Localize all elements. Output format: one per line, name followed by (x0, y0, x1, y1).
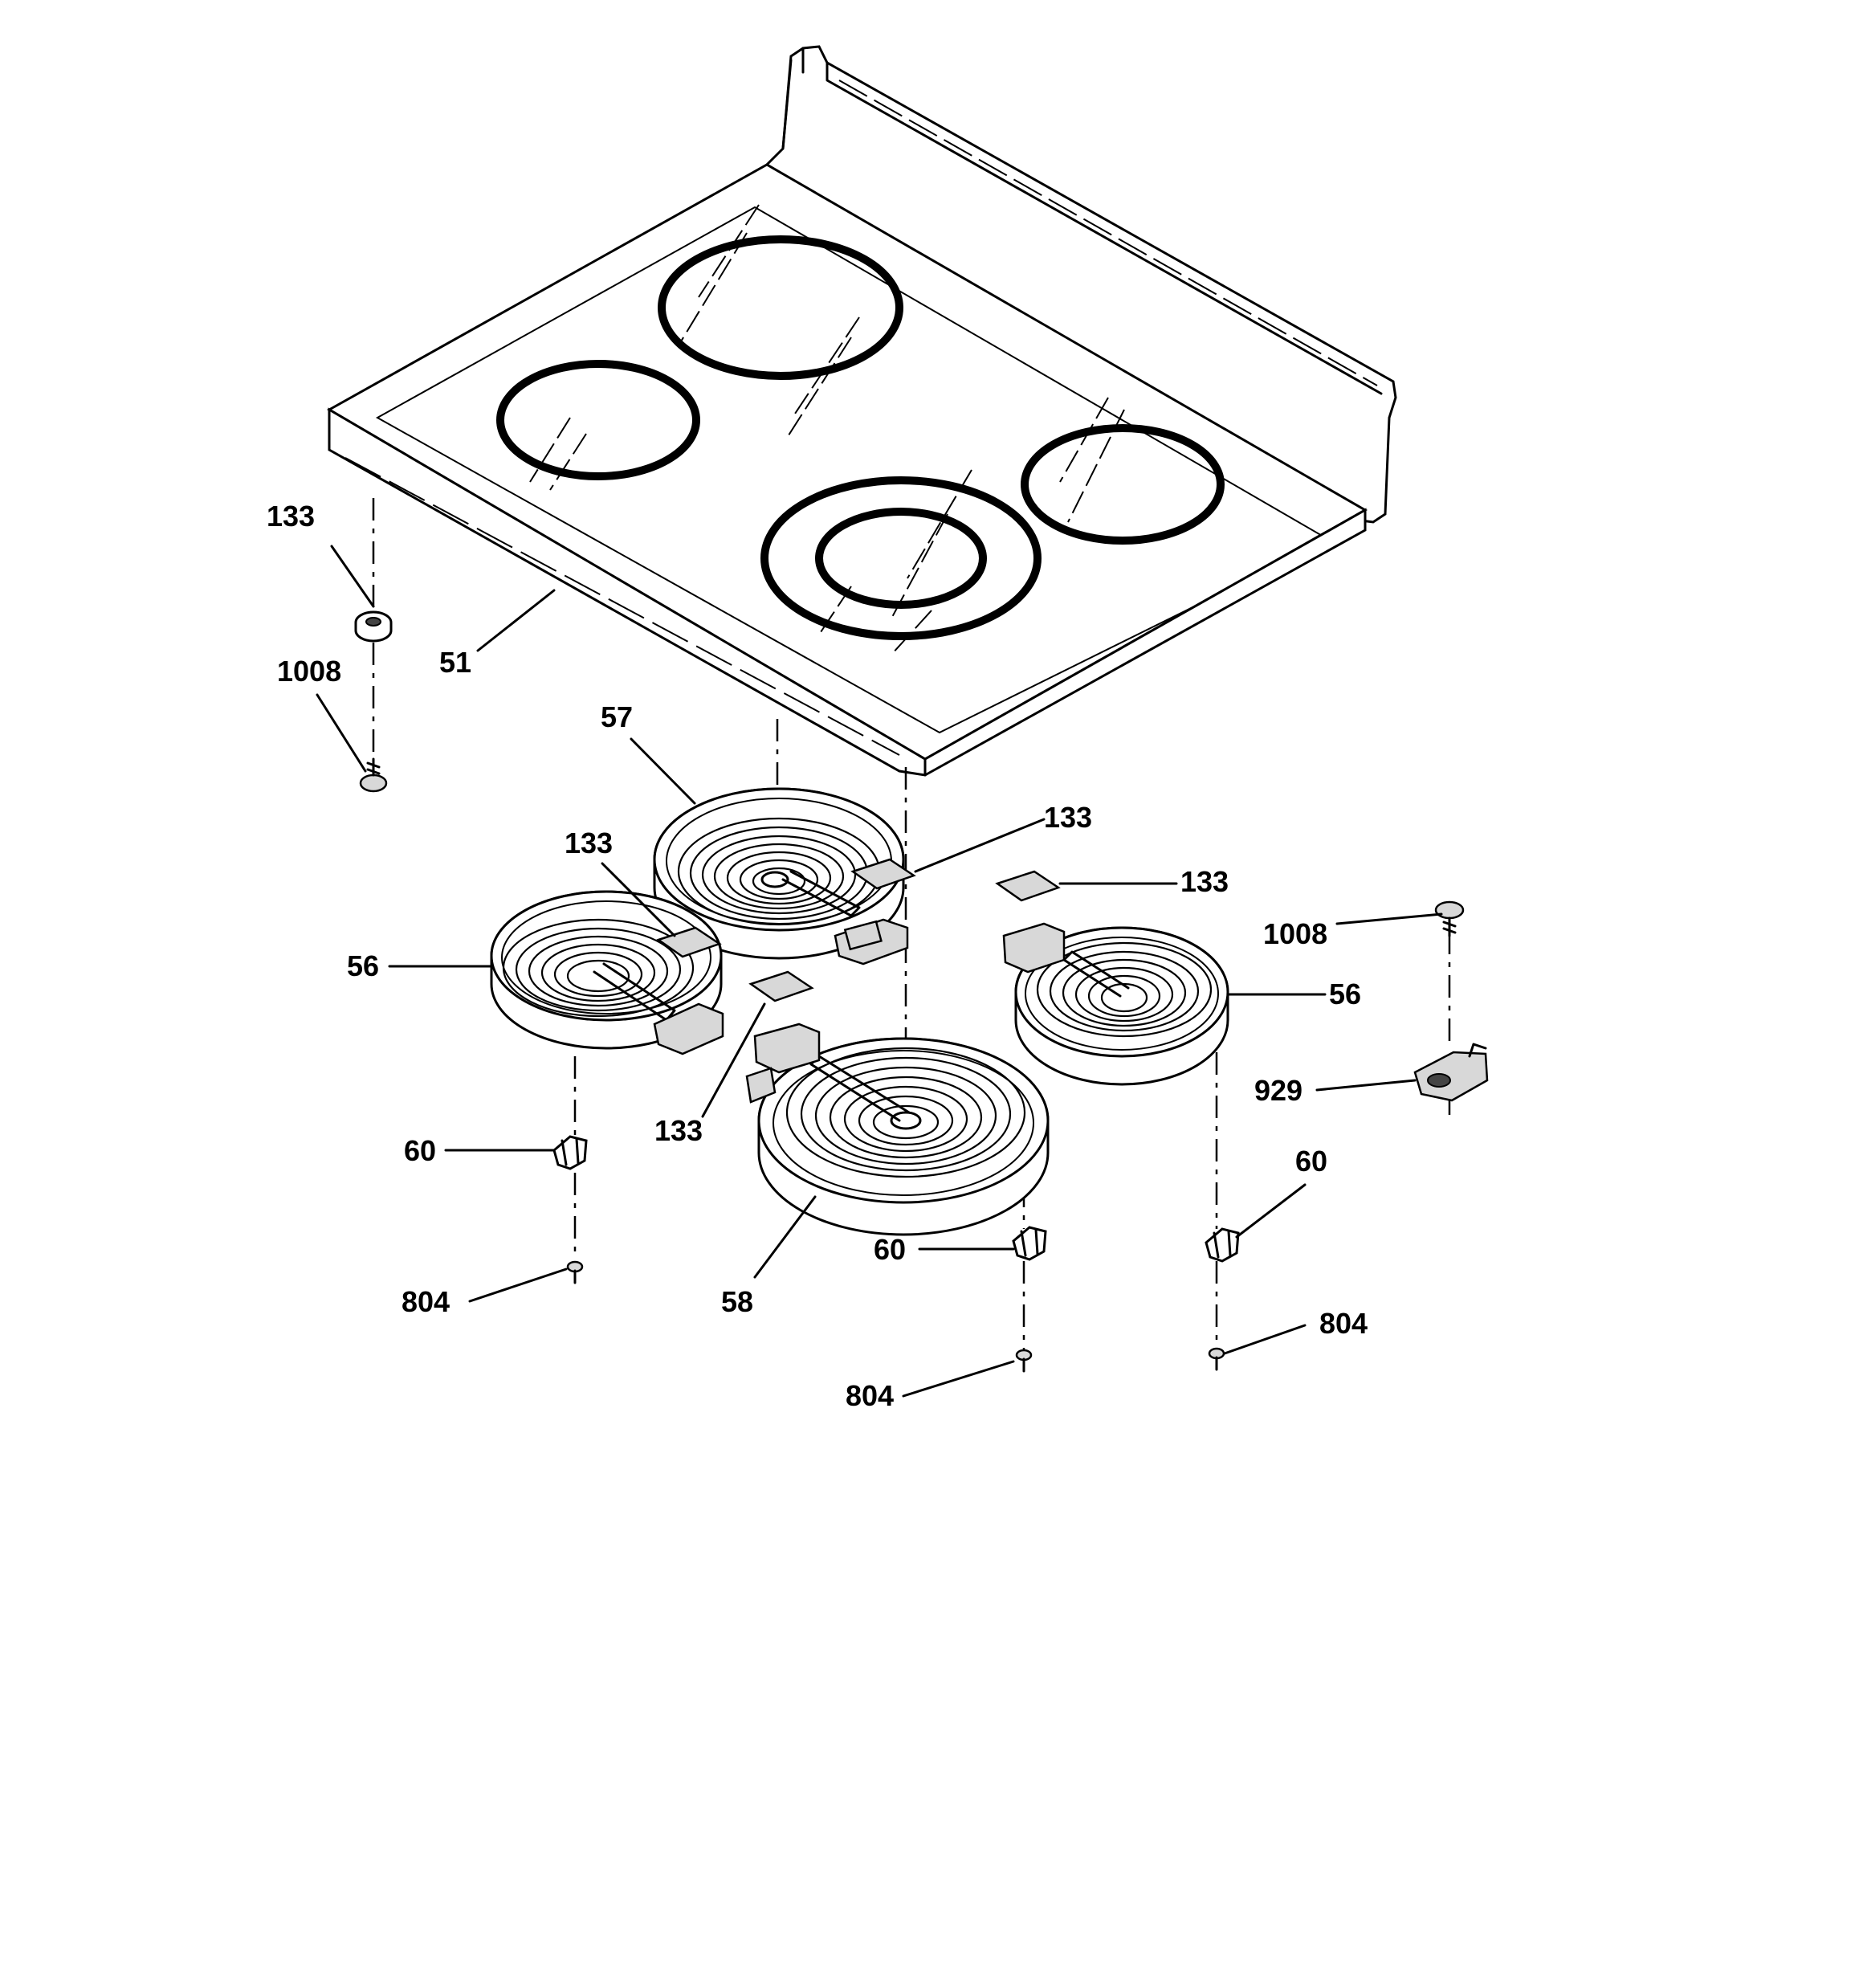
bracket-929 (1413, 1043, 1489, 1102)
label-51: 51 (439, 646, 471, 679)
insulator-pad-133-middle (748, 970, 814, 1002)
burner-ring-front-inner (815, 508, 987, 609)
label-929: 929 (1254, 1074, 1302, 1107)
label-58: 58 (721, 1285, 753, 1318)
burner-element-56-left (490, 890, 724, 1055)
label-1008-left: 1008 (277, 655, 341, 688)
burner-element-58 (745, 1023, 1050, 1236)
label-804-middle: 804 (846, 1379, 894, 1412)
label-133-bottom: 133 (654, 1114, 703, 1147)
burner-ring-rear-center (658, 235, 903, 380)
screw-804-left (566, 1260, 584, 1284)
label-56-right: 56 (1329, 978, 1361, 1010)
clip-60-right (1205, 1227, 1240, 1263)
label-60-right: 60 (1295, 1145, 1327, 1178)
insulator-pad-133-rear (850, 858, 916, 890)
cooktop-glass-top (326, 45, 1397, 777)
label-133-top-left: 133 (267, 500, 315, 533)
label-804-left: 804 (402, 1285, 450, 1318)
burner-element-57 (653, 787, 909, 965)
label-804-right: 804 (1319, 1307, 1368, 1340)
label-133-upper-right: 133 (1044, 801, 1092, 834)
screw-1008-left (359, 757, 388, 793)
burner-element-56-right (1002, 922, 1229, 1086)
label-133-right: 133 (1180, 865, 1229, 898)
burner-ring-front-outer (760, 476, 1042, 640)
spacer-133-round (354, 610, 393, 643)
label-57: 57 (601, 700, 633, 733)
label-60-left: 60 (404, 1134, 436, 1167)
burner-ring-left-rear (496, 360, 700, 480)
clip-60-left (552, 1135, 588, 1170)
screw-804-right (1208, 1347, 1225, 1371)
insulator-pad-133-right (995, 870, 1061, 902)
label-1008-right: 1008 (1263, 917, 1327, 950)
label-56-left: 56 (347, 949, 379, 982)
clip-60-middle (1012, 1226, 1047, 1261)
screw-1008-right (1434, 900, 1465, 937)
screw-804-middle (1015, 1349, 1033, 1373)
label-60-middle: 60 (874, 1233, 906, 1266)
label-133-left: 133 (565, 827, 613, 859)
burner-ring-right-rear (1021, 424, 1225, 545)
